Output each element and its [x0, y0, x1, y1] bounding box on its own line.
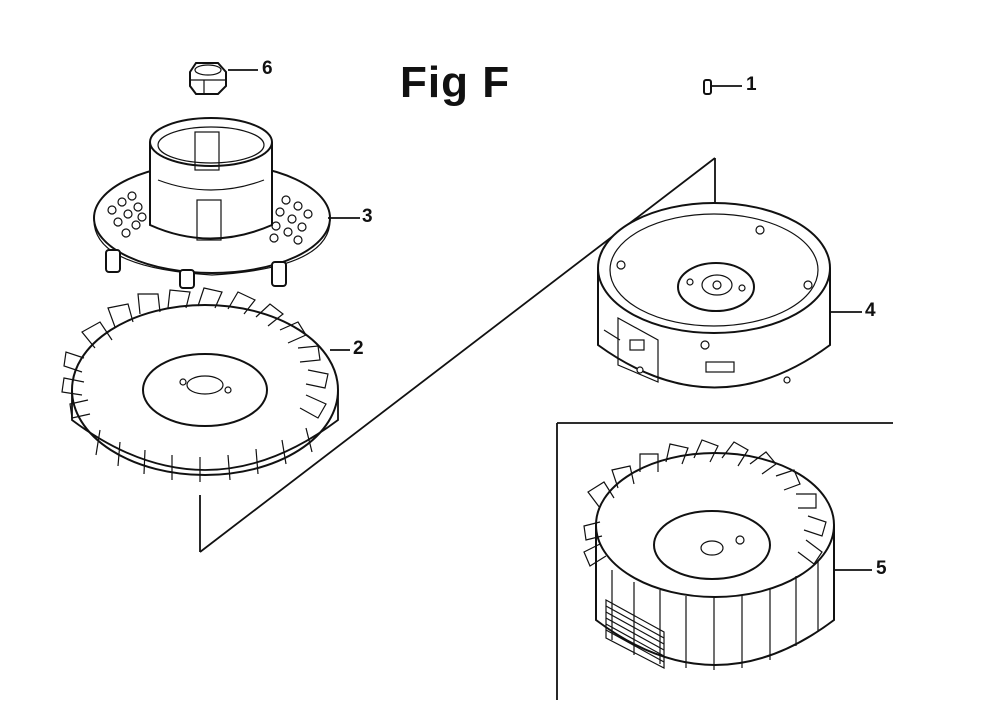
- figure-title: Fig F: [400, 58, 511, 107]
- callout-2: 2: [353, 338, 364, 359]
- vent-holes-right: [269, 195, 313, 245]
- part-6-nut: [189, 62, 258, 95]
- callout-5: 5: [876, 558, 887, 579]
- part-2-cooling-fan: [61, 287, 350, 482]
- vent-grille: [605, 598, 665, 669]
- vent-holes-left: [107, 191, 147, 238]
- part-3-starter-pulley: [93, 117, 360, 289]
- part-5-inset-frame: [556, 422, 893, 700]
- callout-6: 6: [262, 58, 273, 79]
- part-4-flywheel: [597, 202, 862, 389]
- part-5-cooling-fan: [583, 439, 872, 670]
- part-1-bolt: [703, 79, 742, 95]
- callout-3: 3: [362, 206, 373, 227]
- callout-1: 1: [746, 74, 757, 95]
- callout-4: 4: [865, 300, 876, 321]
